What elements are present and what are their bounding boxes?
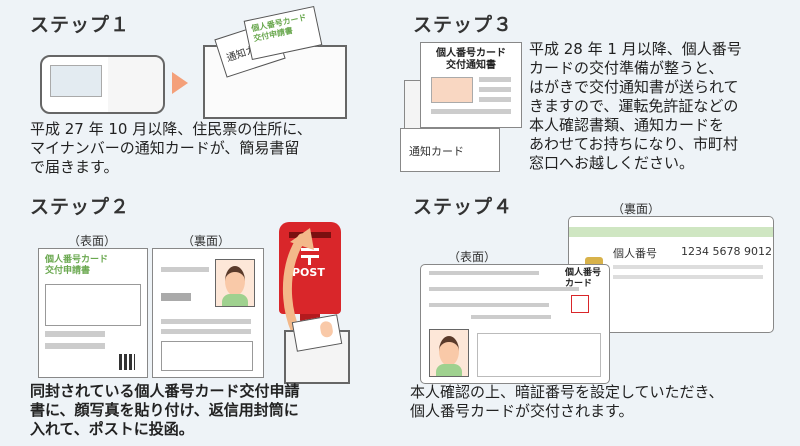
return-envelope: [284, 314, 350, 384]
issue-notice: 個人番号カード 交付通知書: [420, 42, 522, 128]
arrow-right-icon: [172, 72, 188, 94]
application-form-front: 個人番号カード 交付申請書: [38, 248, 148, 378]
step1-notice-card-back: [108, 55, 165, 114]
application-form-back: [152, 248, 264, 378]
step4-back-label: （裏面）: [612, 202, 661, 216]
step2-title: ステップ２: [30, 196, 131, 218]
seal-icon: [571, 295, 589, 313]
step4-text: 本人確認の上、暗証番号を設定していただき、 個人番号カードが交付されます。: [410, 383, 724, 420]
step2-front-label: （表面）: [68, 234, 117, 248]
back-number-label: 個人番号: [613, 247, 657, 260]
card-photo: [429, 329, 469, 377]
step1-text: 平成 27 年 10 月以降、住民票の住所に、 マイナンバーの通知カードが、簡易…: [30, 120, 312, 176]
notification-card: 通知カード: [400, 128, 500, 172]
step4-title: ステップ４: [413, 196, 514, 218]
issue-notice-title: 個人番号カード 交付通知書: [436, 48, 506, 71]
step2-back-label: （裏面）: [182, 234, 231, 248]
application-form-title: 個人番号カード 交付申請書: [45, 255, 109, 276]
my-number-card-front: 個人番号 カード: [420, 264, 610, 384]
step3-text: 平成 28 年 1 月以降、個人番号 カードの交付準備が整うと、 はがきで交付通…: [529, 40, 742, 172]
face-icon: [225, 266, 245, 296]
post-mark-icon: [301, 248, 319, 265]
envelope-notice-title: 個人番号カード 交付申請書: [250, 12, 308, 44]
back-number: 1234 5678 9012: [681, 245, 772, 258]
card-title: 個人番号 カード: [565, 268, 602, 289]
step3-title: ステップ３: [413, 14, 514, 36]
qr-code-icon: [119, 354, 135, 370]
step4-front-label: （表面）: [448, 250, 497, 264]
envelope: 通知カード 個人番号カード 交付申請書: [203, 5, 347, 119]
step2-text: 同封されている個人番号カード交付申請 書に、顔写真を貼り付け、返信用封筒に 入れ…: [30, 382, 300, 438]
step1-title: ステップ１: [30, 14, 131, 36]
notification-card-label: 通知カード: [409, 145, 464, 158]
card-face-icon: [439, 336, 459, 366]
post-label: POST: [292, 266, 325, 279]
envelope-notice: 個人番号カード 交付申請書: [243, 5, 323, 61]
photo-frame: [215, 259, 255, 307]
